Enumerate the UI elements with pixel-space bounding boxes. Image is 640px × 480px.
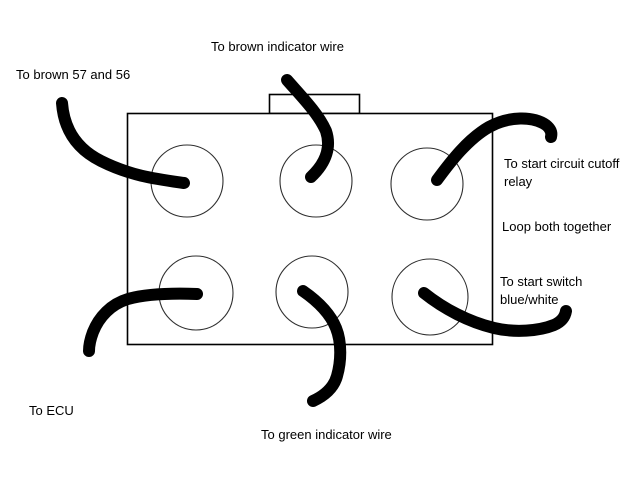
terminal-circle-row2-right (391, 258, 469, 336)
label-green-indicator-wire: To green indicator wire (261, 427, 392, 442)
label-brown-57-and-56: To brown 57 and 56 (16, 67, 131, 82)
label-loop-both-together: Loop both together (502, 219, 612, 234)
terminal-circle-row1-right (390, 147, 464, 221)
wire-to-brown-57-56 (56, 97, 190, 189)
terminal-circle-row2-middle (275, 255, 349, 329)
wire-to-start-circuit-cutoff-relay (431, 112, 558, 186)
wire-to-brown-indicator (281, 74, 335, 183)
wire-to-ecu (83, 287, 203, 357)
terminal-circle-row1-middle (279, 144, 353, 218)
wire-to-start-switch (418, 287, 572, 337)
label-to-ecu: To ECU (29, 403, 74, 418)
label-start-circuit-cutoff-relay: To start circuit cutoff relay (504, 156, 620, 189)
wire-to-green-indicator (297, 285, 347, 407)
label-start-switch-blue-white: To start switch blue/white (500, 274, 583, 307)
label-brown-indicator-wire: To brown indicator wire (211, 39, 344, 54)
